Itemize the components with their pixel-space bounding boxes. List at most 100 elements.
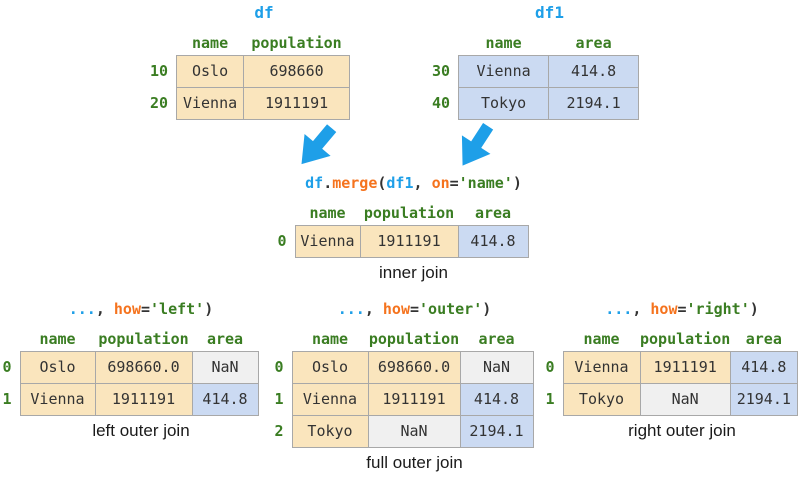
code-token: ) — [204, 300, 214, 318]
table-row: 1 Vienna 1911191 414.8 — [2, 383, 259, 416]
table-cell: Tokyo — [458, 87, 550, 120]
row-index: 20 — [150, 94, 169, 112]
table-cell: 414.8 — [548, 55, 640, 88]
code-token: . — [323, 174, 333, 192]
row-index: 0 — [277, 232, 287, 250]
code-token: = — [677, 300, 687, 318]
df-table: name population 10 Oslo 698660 20 Vienna… — [150, 31, 351, 120]
column-header-name: name — [485, 34, 522, 52]
table-cell: 1911191 — [243, 87, 351, 120]
table-cell: 1911191 — [94, 383, 193, 416]
column-header-name: name — [583, 330, 620, 348]
outer-join-label: full outer join — [366, 453, 463, 472]
row-index: 10 — [150, 62, 169, 80]
table-cell: Vienna — [562, 351, 641, 384]
column-header-population: population — [251, 34, 342, 52]
table-cell: 414.8 — [729, 351, 798, 384]
column-header-area: area — [745, 330, 782, 348]
code-token: ) — [482, 300, 492, 318]
row-index: 30 — [432, 62, 451, 80]
table-cell: Vienna — [19, 383, 96, 416]
column-header-population: population — [98, 330, 189, 348]
table-cell: NaN — [639, 383, 731, 416]
outer-join-group: ..., how='outer') name population area 0… — [272, 300, 537, 473]
code-token: = — [141, 300, 151, 318]
table-row: 10 Oslo 698660 — [150, 55, 351, 88]
table-cell: NaN — [367, 415, 461, 448]
table-cell: Tokyo — [562, 383, 641, 416]
header-row: name population area — [272, 327, 533, 352]
table-cell: Oslo — [291, 351, 369, 384]
code-token: , — [364, 300, 383, 318]
code-token: ... — [68, 300, 96, 318]
code-token: how — [650, 300, 678, 318]
outer-join-code: ..., how='outer') — [292, 300, 537, 319]
right-join-table: name population area 0 Vienna 1911191 41… — [545, 327, 798, 416]
row-index: 40 — [432, 94, 451, 112]
inner-join-table: name population area 0 Vienna 1911191 41… — [273, 201, 529, 258]
code-token: how — [113, 300, 141, 318]
column-header-name: name — [192, 34, 229, 52]
table-row: 20 Vienna 1911191 — [150, 87, 351, 120]
table-cell: Vienna — [294, 225, 361, 258]
row-index: 1 — [2, 390, 12, 408]
code-token: df — [305, 174, 324, 192]
column-header-population: population — [363, 204, 455, 222]
code-token: ... — [337, 300, 365, 318]
row-index: 1 — [274, 390, 284, 408]
table-cell: 698660.0 — [367, 351, 461, 384]
df1-header-row: name area — [432, 31, 639, 56]
code-token: ) — [749, 300, 759, 318]
row-index: 1 — [545, 390, 555, 408]
table-cell: NaN — [191, 351, 259, 384]
right-join-code: ..., how='right') — [563, 300, 800, 319]
df1-table: name area 30 Vienna 414.8 40 Tokyo 2194.… — [432, 31, 640, 120]
inner-join-label: inner join — [379, 263, 448, 282]
df1-table-group: df1 name area 30 Vienna 414.8 40 Tokyo 2… — [432, 3, 641, 120]
table-cell: Oslo — [19, 351, 96, 384]
code-token: 'name' — [458, 174, 513, 192]
code-token: ) — [512, 174, 522, 192]
index-header-spacer — [545, 327, 563, 352]
df-title: df — [254, 3, 274, 22]
table-cell: 1911191 — [359, 225, 459, 258]
column-header-area: area — [478, 330, 515, 348]
df1-title: df1 — [535, 3, 564, 22]
left-join-group: ..., how='left') name population area 0 … — [2, 300, 262, 441]
code-token: 'outer' — [419, 300, 483, 318]
table-cell: 414.8 — [457, 225, 529, 258]
down-left-arrow-icon — [284, 117, 345, 180]
table-row: 1 Tokyo NaN 2194.1 — [545, 383, 798, 416]
code-token: df1 — [386, 174, 414, 192]
code-token: 'right' — [686, 300, 750, 318]
row-index: 2 — [274, 422, 284, 440]
table-cell: 1911191 — [639, 351, 731, 384]
index-header-spacer — [150, 31, 177, 56]
code-token: , — [413, 174, 432, 192]
table-row: 0 Oslo 698660.0 NaN — [272, 351, 534, 384]
column-header-area: area — [575, 34, 612, 52]
table-row: 30 Vienna 414.8 — [432, 55, 640, 88]
table-cell: 1911191 — [367, 383, 461, 416]
code-token: = — [449, 174, 459, 192]
code-token: ... — [605, 300, 633, 318]
table-row: 2 Tokyo NaN 2194.1 — [272, 415, 534, 448]
table-cell: 414.8 — [191, 383, 259, 416]
table-cell: 698660 — [243, 55, 351, 88]
code-token: ( — [377, 174, 387, 192]
table-cell: Vienna — [176, 87, 245, 120]
code-token: merge — [332, 174, 378, 192]
down-left-arrow-icon — [445, 116, 504, 179]
table-cell: 698660.0 — [94, 351, 193, 384]
table-cell: Vienna — [291, 383, 369, 416]
table-cell: NaN — [459, 351, 534, 384]
left-join-table: name population area 0 Oslo 698660.0 NaN… — [2, 327, 259, 416]
column-header-area: area — [206, 330, 244, 348]
table-cell: Tokyo — [291, 415, 369, 448]
row-index: 0 — [2, 358, 12, 376]
header-row: name population area — [2, 327, 258, 352]
table-row: 40 Tokyo 2194.1 — [432, 87, 640, 120]
code-token: on — [431, 174, 450, 192]
table-cell: 2194.1 — [459, 415, 534, 448]
column-header-population: population — [640, 330, 731, 348]
